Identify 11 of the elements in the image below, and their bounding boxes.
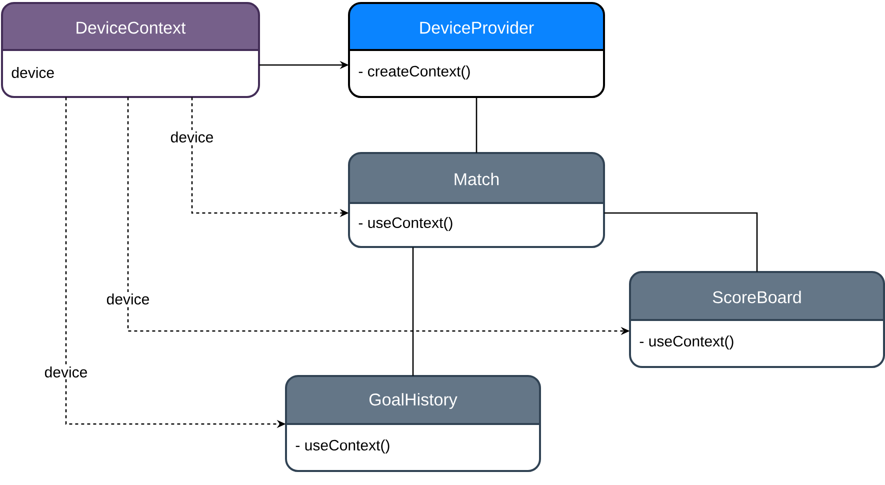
class-box: Match - useContext() <box>348 152 605 248</box>
class-box: DeviceContext device <box>1 2 260 98</box>
edge-label: device <box>42 365 90 379</box>
connector-line <box>412 247 414 376</box>
connector-line <box>604 212 758 272</box>
class-box: ScoreBoard - useContext() <box>629 271 885 368</box>
edge-label: device <box>168 130 216 144</box>
class-box: DeviceProvider - createContext() <box>348 2 605 98</box>
connector-line <box>476 97 478 153</box>
class-box: GoalHistory - useContext() <box>285 375 541 472</box>
edge-label: device <box>104 292 152 306</box>
